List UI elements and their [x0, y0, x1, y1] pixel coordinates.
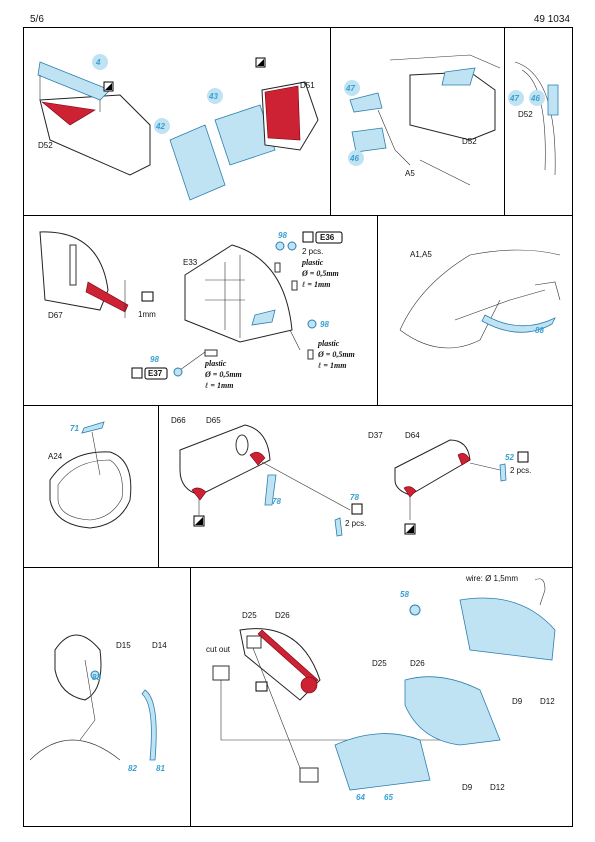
svg-text:42: 42: [155, 122, 165, 131]
part-seat-bulkhead: 58 wire: Ø 1,5mm D25 D26 D9 D12 D9 D12 6…: [334, 574, 556, 802]
svg-text:cut out: cut out: [206, 645, 231, 654]
svg-text:Ø = 0,5mm: Ø = 0,5mm: [204, 370, 242, 379]
part-d66-d65: D66 D65 78 78 2 pcs.: [171, 416, 366, 537]
svg-text:2 pcs.: 2 pcs.: [345, 519, 366, 528]
product-code: 49 1034: [533, 14, 570, 25]
svg-text:D37: D37: [368, 431, 383, 440]
svg-text:D25: D25: [372, 659, 387, 668]
col-divider-2: [377, 215, 378, 405]
svg-text:52: 52: [505, 453, 514, 462]
svg-text:98: 98: [150, 355, 159, 364]
detail-d52: 47 46 D52: [508, 61, 559, 176]
svg-text:D26: D26: [275, 611, 290, 620]
svg-text:A1,A5: A1,A5: [410, 250, 432, 259]
svg-text:D9: D9: [462, 783, 473, 792]
svg-text:71: 71: [70, 424, 79, 433]
svg-text:D67: D67: [48, 311, 63, 320]
svg-text:1mm: 1mm: [138, 310, 156, 319]
svg-text:58: 58: [400, 590, 409, 599]
svg-text:ℓ = 1mm: ℓ = 1mm: [302, 280, 330, 289]
svg-text:64: 64: [356, 793, 365, 802]
part-a24: 71 A24: [48, 421, 132, 529]
svg-text:D12: D12: [540, 697, 555, 706]
svg-text:46: 46: [349, 154, 359, 163]
svg-text:D51: D51: [300, 81, 315, 90]
page-number: 5/6: [30, 14, 44, 25]
svg-text:wire: Ø 1,5mm: wire: Ø 1,5mm: [465, 574, 518, 583]
part-a1-a5: A1,A5 88: [399, 249, 561, 349]
svg-text:plastic: plastic: [317, 339, 340, 348]
svg-text:2 pcs.: 2 pcs.: [302, 247, 323, 256]
svg-text:78: 78: [350, 493, 359, 502]
svg-text:Ø = 0,5mm: Ø = 0,5mm: [301, 269, 339, 278]
svg-text:43: 43: [208, 92, 218, 101]
svg-text:ℓ = 1mm: ℓ = 1mm: [205, 381, 233, 390]
panel-42: 42: [154, 118, 226, 201]
svg-text:E37: E37: [148, 369, 163, 378]
part-d37-d64: D37 D64 52 2 pcs.: [368, 431, 531, 535]
part-d25-d26: D25 D26 cut out: [206, 611, 440, 783]
part-d67: D67 1mm: [39, 231, 156, 320]
svg-text:98: 98: [320, 320, 329, 329]
row-divider-2: [23, 405, 573, 406]
part-landing-gear: D15 D14 83 82 81: [29, 634, 167, 773]
svg-text:65: 65: [384, 793, 393, 802]
svg-text:D52: D52: [462, 137, 477, 146]
part-e33: E33 98 E36 2 pcs. plastic Ø = 0,5mm ℓ = …: [131, 231, 355, 390]
svg-text:E33: E33: [183, 258, 198, 267]
label-d52-a: D52: [38, 141, 53, 150]
svg-text:D26: D26: [410, 659, 425, 668]
col-divider-4: [190, 567, 191, 827]
svg-text:2 pcs.: 2 pcs.: [510, 466, 531, 475]
svg-text:D64: D64: [405, 431, 420, 440]
svg-text:47: 47: [509, 94, 519, 103]
col-divider-1b: [504, 27, 505, 215]
col-divider-3: [158, 405, 159, 567]
svg-text:46: 46: [530, 94, 540, 103]
svg-text:D9: D9: [512, 697, 523, 706]
svg-text:82: 82: [128, 764, 137, 773]
fuselage-part-d52: [37, 61, 151, 176]
svg-text:ℓ = 1mm: ℓ = 1mm: [318, 361, 346, 370]
svg-text:D65: D65: [206, 416, 221, 425]
svg-text:81: 81: [156, 764, 165, 773]
svg-text:plastic: plastic: [204, 359, 227, 368]
svg-text:98: 98: [278, 231, 287, 240]
col-divider-1a: [330, 27, 331, 215]
svg-text:D52: D52: [518, 110, 533, 119]
svg-text:Ø = 0,5mm: Ø = 0,5mm: [317, 350, 355, 359]
svg-text:D14: D14: [152, 641, 167, 650]
svg-text:D66: D66: [171, 416, 186, 425]
svg-text:E36: E36: [320, 233, 335, 242]
row-divider-3: [23, 567, 573, 568]
svg-text:A5: A5: [405, 169, 415, 178]
svg-text:88: 88: [535, 326, 544, 335]
svg-text:47: 47: [345, 84, 355, 93]
svg-text:A24: A24: [48, 452, 63, 461]
row-divider-1: [23, 215, 573, 216]
num-4: 4: [95, 58, 101, 67]
svg-text:78: 78: [272, 497, 281, 506]
svg-text:plastic: plastic: [301, 258, 324, 267]
svg-text:D25: D25: [242, 611, 257, 620]
part-d51: D51: [255, 57, 319, 151]
svg-text:D12: D12: [490, 783, 505, 792]
svg-text:D15: D15: [116, 641, 131, 650]
instruction-frame: [23, 27, 573, 827]
svg-text:83: 83: [92, 673, 101, 682]
panel-43: 43: [207, 88, 276, 166]
part-d52-cockpit: 47 46 D52 A5: [344, 54, 501, 186]
